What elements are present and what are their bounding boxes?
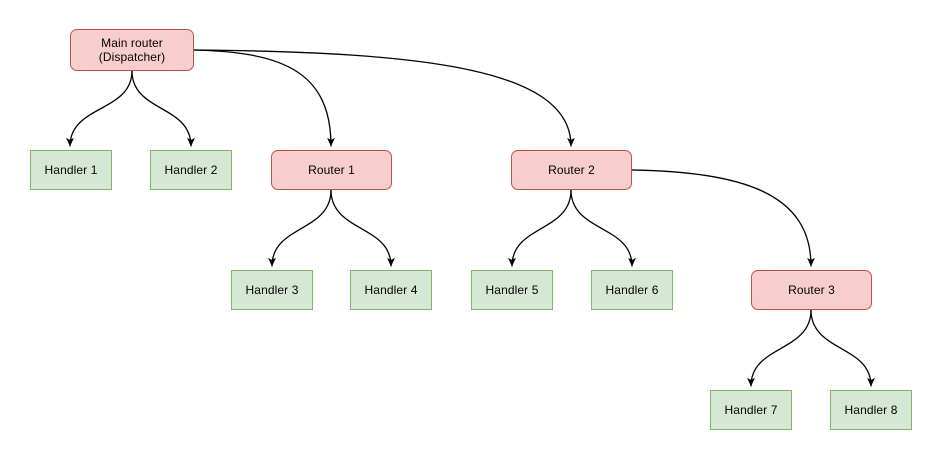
node-handler-1[interactable]: Handler 1 [30,150,112,190]
node-label-router-1: Router 1 [308,163,355,177]
node-label-handler-8: Handler 8 [844,403,898,417]
edge-router-2-to-handler-5 [508,189,572,267]
node-label-router-2: Router 2 [548,163,595,177]
node-label-handler-7: Handler 7 [724,403,778,417]
edge-router-1-to-handler-3 [268,189,332,267]
edge-main-router-to-router-1 [193,49,335,147]
edge-router-2-to-handler-6 [570,189,636,267]
node-handler-3[interactable]: Handler 3 [231,270,313,310]
edge-router-3-to-handler-7 [747,309,812,387]
node-label-handler-1: Handler 1 [44,163,98,177]
edge-main-router-to-handler-2 [131,70,195,147]
node-main-router[interactable]: Main router (Dispatcher) [70,29,194,71]
node-router-3[interactable]: Router 3 [751,270,872,310]
node-router-2[interactable]: Router 2 [511,150,632,190]
edge-router-2-to-router-3 [631,169,815,267]
node-label-handler-6: Handler 6 [605,283,659,297]
node-handler-4[interactable]: Handler 4 [350,270,432,310]
edge-router-1-to-handler-4 [330,189,395,267]
edges-group [66,49,875,387]
edge-main-router-to-router-2 [193,49,575,147]
node-label-handler-5: Handler 5 [485,283,539,297]
edge-main-router-to-handler-1 [66,70,133,147]
node-router-1[interactable]: Router 1 [271,150,392,190]
edge-router-3-to-handler-8 [810,309,875,387]
node-handler-2[interactable]: Handler 2 [150,150,232,190]
node-label-handler-3: Handler 3 [245,283,299,297]
node-label-handler-4: Handler 4 [364,283,418,297]
node-handler-6[interactable]: Handler 6 [591,270,673,310]
node-label-handler-2: Handler 2 [164,163,218,177]
node-handler-5[interactable]: Handler 5 [471,270,553,310]
node-label-main-router: Main router (Dispatcher) [98,36,166,64]
node-handler-8[interactable]: Handler 8 [830,390,912,430]
node-label-router-3: Router 3 [788,283,835,297]
node-handler-7[interactable]: Handler 7 [710,390,792,430]
